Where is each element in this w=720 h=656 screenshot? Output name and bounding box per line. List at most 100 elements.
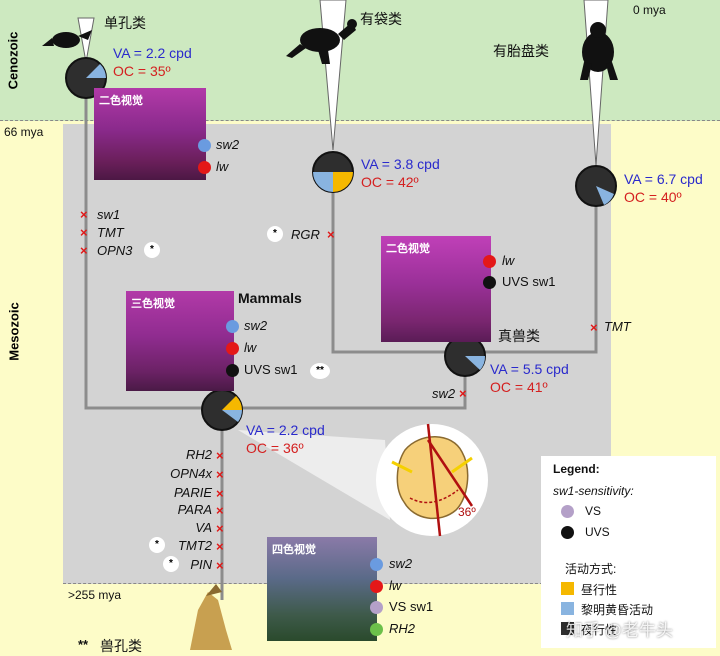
opsin-label: UVS sw1 (502, 274, 556, 289)
marsupial-va: VA = 3.8 cpd (361, 156, 440, 172)
gene-loss: PARIE (173, 485, 212, 500)
opsin-label: lw (502, 253, 515, 268)
node-pie-mammal (201, 389, 243, 431)
gorilla-silhouette (580, 22, 618, 80)
mammal-oc: OC = 36º (246, 440, 304, 456)
legend-activity-title: 活动方式: (565, 562, 617, 576)
eutherian-va: VA = 5.5 cpd (490, 361, 569, 377)
orbit-angle-label: 36º (458, 505, 476, 519)
forest-panel-mammal: 三色视觉 (126, 291, 234, 391)
gene-loss: sw2 (432, 386, 456, 401)
footnote-star: * (267, 226, 283, 242)
label-eutherians: 真兽类 (498, 328, 540, 344)
legend-vs-label: VS (585, 504, 602, 518)
gene-loss: PARA (177, 502, 212, 517)
label-marsupials: 有袋类 (360, 11, 402, 27)
gene-loss: RH2 (185, 447, 212, 462)
opsin-dot-sw2 (198, 139, 211, 152)
placental-oc: OC = 40º (624, 189, 682, 205)
placental-va: VA = 6.7 cpd (624, 171, 703, 187)
loss-cross: × (216, 539, 224, 554)
opsin-label: lw (216, 159, 229, 174)
loss-cross: × (80, 225, 88, 240)
orbit-angle-arc (409, 489, 459, 504)
footnote-star: * (163, 556, 179, 572)
opsin-dot-lw (370, 580, 383, 593)
gene-loss: TMT (604, 319, 631, 334)
opsin-dot-rh2 (370, 623, 383, 636)
opsin-label: sw2 (216, 137, 240, 152)
orbit-angle-line (426, 439, 474, 507)
footnote-star: ** (310, 363, 330, 379)
marsupial-oc: OC = 42º (361, 174, 419, 190)
gene-loss: TMT (97, 225, 124, 240)
legend-sensitivity-title: sw1-sensitivity: (553, 484, 634, 498)
opsin-dot-vs (370, 601, 383, 614)
footnote-star: * (149, 537, 165, 553)
node-pie-eutherian (444, 335, 486, 377)
node-pie-placental (575, 165, 617, 207)
loss-cross: × (590, 320, 598, 335)
legend-vs-dot (561, 505, 574, 518)
opsin-label: UVS sw1 (244, 362, 298, 377)
gene-loss: RGR (291, 227, 320, 242)
platypus-silhouette (42, 30, 92, 48)
opsin-dot-uvs (226, 364, 239, 377)
kangaroo-silhouette (286, 19, 357, 64)
gene-loss: OPN4x (170, 466, 212, 481)
opsin-label: lw (389, 578, 402, 593)
label-monotremes: 单孔类 (104, 15, 146, 31)
eye-arrow-right (451, 456, 473, 474)
opsin-label: lw (244, 340, 257, 355)
branch-marsupial (331, 174, 465, 354)
node-pie-marsupial (312, 151, 354, 193)
loss-cross: × (216, 521, 224, 536)
gene-loss: TMT2 (178, 538, 212, 553)
footnote-star: * (144, 242, 160, 258)
loss-cross: × (216, 503, 224, 518)
loss-cross: × (216, 467, 224, 482)
opsin-label: VS sw1 (389, 599, 434, 614)
monotreme-oc: OC = 35º (113, 63, 171, 79)
eutherian-oc: OC = 41º (490, 379, 548, 395)
era-axis-mesozoic (0, 121, 28, 656)
opsin-label: sw2 (389, 556, 413, 571)
legend-diurnal-swatch (561, 582, 574, 595)
loss-cross: × (80, 207, 88, 222)
legend: Legend: sw1-sensitivity: VS UVS 活动方式: 昼行… (541, 456, 716, 648)
legend-uvs-dot (561, 526, 574, 539)
legend-crepuscular-label: 黎明黄昏活动 (581, 603, 654, 617)
label-placentals: 有胎盘类 (493, 43, 549, 59)
eye-arrow-left (391, 460, 413, 474)
tree-branches (84, 78, 598, 600)
loss-cross: × (459, 386, 467, 401)
forest-panel-monotreme: 二色视觉 (94, 88, 206, 180)
time-now: 0 mya (633, 3, 666, 17)
opsin-label: RH2 (389, 621, 416, 636)
label-mammals: Mammals (238, 290, 302, 306)
mammal-va: VA = 2.2 cpd (246, 422, 325, 438)
opsin-dot-lw (226, 342, 239, 355)
panel-title: 二色视觉 (386, 243, 430, 255)
cone-marsupial (319, 0, 347, 151)
footnote-mark: ** (78, 637, 89, 652)
time-origin: >255 mya (68, 588, 122, 602)
legend-nocturnal-label: 夜行性 (581, 623, 618, 637)
gene-loss: PIN (190, 557, 212, 572)
opsin-dot-lw (198, 161, 211, 174)
forest-panel-ancestral: 四色视觉 (267, 537, 377, 641)
therapsid-silhouette (190, 584, 232, 650)
gene-loss: sw1 (97, 207, 121, 222)
orbit-zoom-wedge (238, 430, 390, 520)
opsin-dot-sw2 (226, 320, 239, 333)
loss-cross: × (80, 243, 88, 258)
legend-nocturnal-swatch (561, 622, 574, 635)
branch-placental (465, 186, 598, 354)
time-k-pg: 66 mya (4, 125, 44, 139)
skull-outline (396, 436, 469, 520)
legend-uvs-label: UVS (585, 525, 610, 539)
gene-loss: VA (195, 520, 212, 535)
cone-monotreme (77, 17, 95, 63)
